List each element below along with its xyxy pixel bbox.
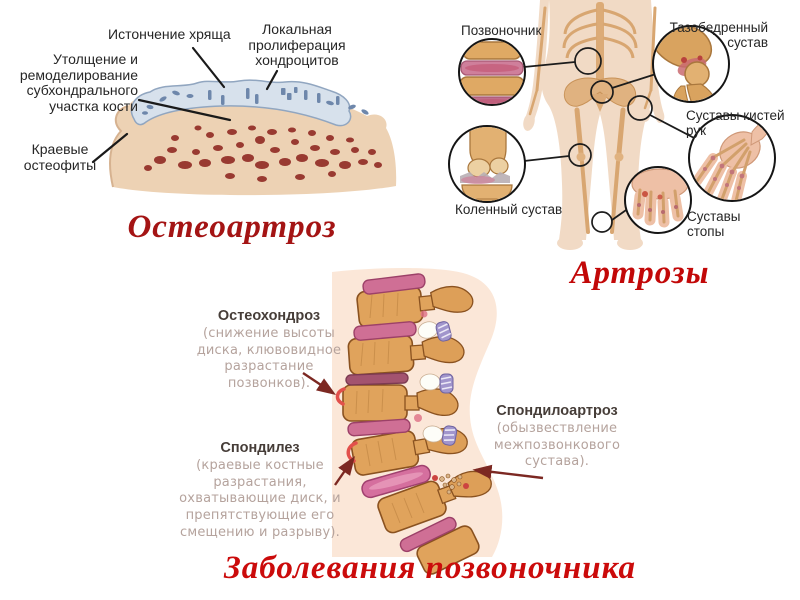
annotation-arrows	[302, 372, 544, 486]
arthroses-title: Артрозы	[570, 255, 710, 291]
intervertebral-discs	[345, 273, 457, 553]
spine-diseases-title: Заболевания позвоночника	[224, 550, 636, 586]
spine-callout	[458, 38, 526, 106]
annotation-spondylosis: Спондилез (краевые костные разрастания, …	[175, 440, 345, 541]
annotation-osteochondrosis: Остеохондроз (снижение высоты диска, клю…	[193, 308, 345, 393]
spine-diseases-illustration	[302, 268, 544, 575]
osteoarthrosis-pointer-lines	[91, 46, 279, 164]
skeleton-overlay	[528, 2, 657, 234]
annotation-spondyloarthrosis-name: Спондилоартроз	[496, 403, 618, 419]
label-knee-joint: Коленный сустав	[455, 202, 563, 217]
knee-callout	[448, 125, 526, 203]
vertebra-texture	[355, 292, 425, 524]
osteoarthrosis-title: Остеоартроз	[127, 209, 337, 245]
label-marginal-osteophytes: Краевые остеофиты	[23, 141, 97, 173]
foot-callout	[624, 166, 692, 234]
joint-markers	[568, 47, 653, 233]
label-cartilage-thinning: Истончение хряща	[108, 26, 231, 42]
facet-joints	[417, 321, 469, 495]
label-spine: Позвоночник	[461, 23, 542, 38]
label-chondrocyte-proliferation: Локальная пролиферация хондроцитов	[248, 21, 346, 69]
calcified-facet	[432, 473, 469, 495]
label-subchondral-remodeling: Утолщение и ремоделирование субхондральн…	[19, 51, 138, 115]
annotation-osteochondrosis-description: (снижение высоты диска, клювовидное разр…	[196, 326, 342, 391]
annotation-spondyloarthrosis-description: (обызвествление межпозвонкового сустава)…	[493, 421, 621, 470]
annotation-spondylosis-name: Спондилез	[220, 440, 300, 456]
chondrocyte-cells	[142, 87, 369, 115]
label-foot-joints: Суставы стопы	[687, 209, 741, 240]
label-hip-joint: Тазобедренный сустав	[669, 20, 768, 51]
osteoarthrosis-illustration	[91, 46, 397, 196]
trabecular-bone-spots	[144, 125, 382, 182]
hip-callout	[652, 25, 730, 103]
annotation-spondyloarthrosis: Спондилоартроз (обызвествление межпозвон…	[490, 403, 624, 471]
label-hand-joints: Суставы кистей рук	[686, 108, 785, 139]
annotation-spondylosis-description: (краевые костные разрастания, охватывающ…	[179, 458, 341, 540]
hand-callout	[688, 114, 776, 202]
annotation-osteochondrosis-name: Остеохондроз	[217, 308, 321, 324]
